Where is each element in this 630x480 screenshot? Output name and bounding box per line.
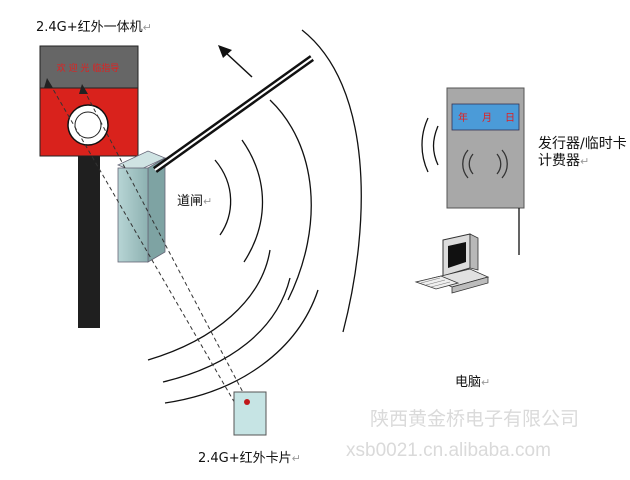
watermark-url: xsb0021.cn.alibaba.com	[346, 440, 551, 461]
machine-label-text: 2.4G+红外一体机	[36, 20, 143, 35]
machine-label: 2.4G+红外一体机↵	[36, 16, 152, 35]
device-screen-year: 年	[458, 111, 468, 124]
paragraph-mark: ↵	[481, 376, 491, 389]
barrier-label: 道闸↵	[177, 190, 212, 209]
device-screen-day: 日	[505, 113, 515, 124]
computer-label-text: 电脑	[455, 375, 482, 390]
barrier-label-text: 道闸	[177, 194, 204, 209]
issuer-device: 年 月 日	[446, 87, 525, 255]
device-screen-month: 月	[482, 112, 492, 124]
issuer-label: 发行器/临时卡计费器↵	[538, 136, 630, 170]
rfid-wave-icon	[462, 149, 508, 179]
arrow-up-left-icon	[218, 45, 253, 78]
issuer-label-text: 发行器/临时卡计费器	[538, 136, 627, 169]
barrier-gate	[117, 55, 315, 263]
signal-arc-icon	[421, 117, 439, 173]
all-in-one-machine: 欢 迎 光 临指导	[39, 45, 139, 157]
watermark-company: 陕西黄金桥电子有限公司	[370, 409, 580, 430]
ir-sensor-icon	[67, 104, 109, 146]
machine-pole	[78, 150, 100, 328]
paragraph-mark: ↵	[142, 21, 152, 34]
computer-icon	[414, 233, 490, 294]
beam-arrow-icon	[44, 78, 53, 88]
beam-arrow-icon	[79, 84, 88, 94]
paragraph-mark: ↵	[580, 155, 590, 168]
paragraph-mark: ↵	[203, 195, 213, 208]
signal-arc-icon	[147, 29, 362, 404]
card-label: 2.4G+红外卡片↵	[198, 447, 301, 466]
paragraph-mark: ↵	[291, 452, 301, 465]
card-label-text: 2.4G+红外卡片	[198, 451, 292, 466]
card-2-4g-ir	[233, 391, 267, 436]
led-display-text: 欢 迎 光 临指导	[57, 62, 120, 74]
ir-beams	[49, 83, 248, 406]
computer-label: 电脑↵	[455, 371, 490, 390]
